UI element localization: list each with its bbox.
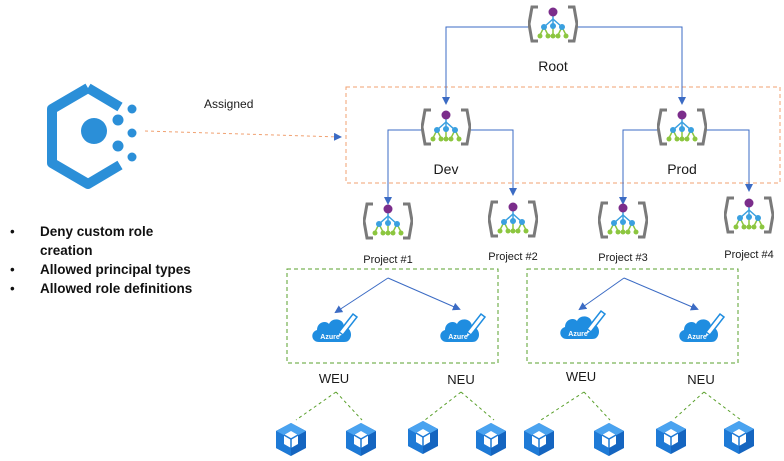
- project3-regions-box: [526, 268, 739, 364]
- svg-text:Azure: Azure: [568, 331, 588, 338]
- svg-text:Azure: Azure: [448, 334, 468, 341]
- region-label-4: NEU: [687, 372, 714, 387]
- azure-subscription-neu-2: Azure: [678, 313, 725, 343]
- resource-cube-icon-5: [523, 422, 555, 457]
- svg-text:Azure: Azure: [687, 334, 707, 341]
- region-label-3: WEU: [566, 369, 596, 384]
- resource-cube-icon-4: [475, 422, 507, 457]
- project1-icon: [363, 202, 413, 240]
- project1-label: Project #1: [363, 254, 413, 266]
- resource-cube-icon-6: [593, 422, 625, 457]
- resource-cube-icon-7: [655, 420, 687, 455]
- prod-to-project3-arrow: [619, 129, 657, 205]
- project2-icon: [488, 200, 538, 238]
- project3-label: Project #3: [598, 252, 648, 264]
- assignment-scope-box: [345, 86, 781, 184]
- root-label: Root: [538, 58, 568, 74]
- dev-label: Dev: [434, 161, 459, 177]
- root-management-group-icon: [528, 5, 578, 43]
- root-to-dev-arrow: [442, 26, 528, 105]
- resource-cube-icon-1: [275, 422, 307, 457]
- dev-to-project1-arrow: [384, 129, 421, 205]
- azure-subscription-neu-1: Azure: [439, 313, 486, 343]
- project1-to-neu-arrow: [387, 277, 461, 311]
- policy-item-allowed-principal-types: Allowed principal types: [8, 260, 220, 279]
- assigned-label: Assigned: [204, 97, 253, 111]
- policy-definitions-list: Deny custom role creation Allowed princi…: [8, 222, 220, 298]
- resource-cube-icon-8: [723, 420, 755, 455]
- dev-to-project2-arrow: [471, 129, 517, 196]
- dev-management-group-icon: [421, 108, 471, 146]
- project3-to-neu-arrow: [623, 277, 699, 311]
- prod-to-project4-arrow: [707, 129, 753, 192]
- policy-item-deny-custom-role: Deny custom role creation: [8, 222, 180, 260]
- project2-label: Project #2: [488, 251, 538, 263]
- azure-subscription-weu-2: Azure: [559, 310, 606, 340]
- project1-regions-box: [286, 268, 499, 364]
- region-label-2: NEU: [447, 372, 474, 387]
- project3-icon: [598, 201, 648, 239]
- prod-label: Prod: [667, 161, 697, 177]
- resource-cube-icon-2: [345, 422, 377, 457]
- project1-to-weu-arrow: [334, 277, 389, 314]
- svg-text:Azure: Azure: [320, 334, 340, 341]
- project4-label: Project #4: [724, 249, 774, 261]
- resource-connectors: [295, 391, 742, 421]
- policy-icon: [47, 83, 137, 189]
- project4-icon: [724, 196, 774, 234]
- region-label-1: WEU: [319, 371, 349, 386]
- policy-item-allowed-role-definitions: Allowed role definitions: [8, 279, 220, 298]
- resource-cube-icon-3: [407, 420, 439, 455]
- project3-to-weu-arrow: [578, 277, 625, 311]
- assigned-connector: [144, 130, 342, 141]
- prod-management-group-icon: [657, 108, 707, 146]
- root-to-prod-arrow: [578, 26, 686, 105]
- azure-subscription-weu-1: Azure: [311, 313, 358, 343]
